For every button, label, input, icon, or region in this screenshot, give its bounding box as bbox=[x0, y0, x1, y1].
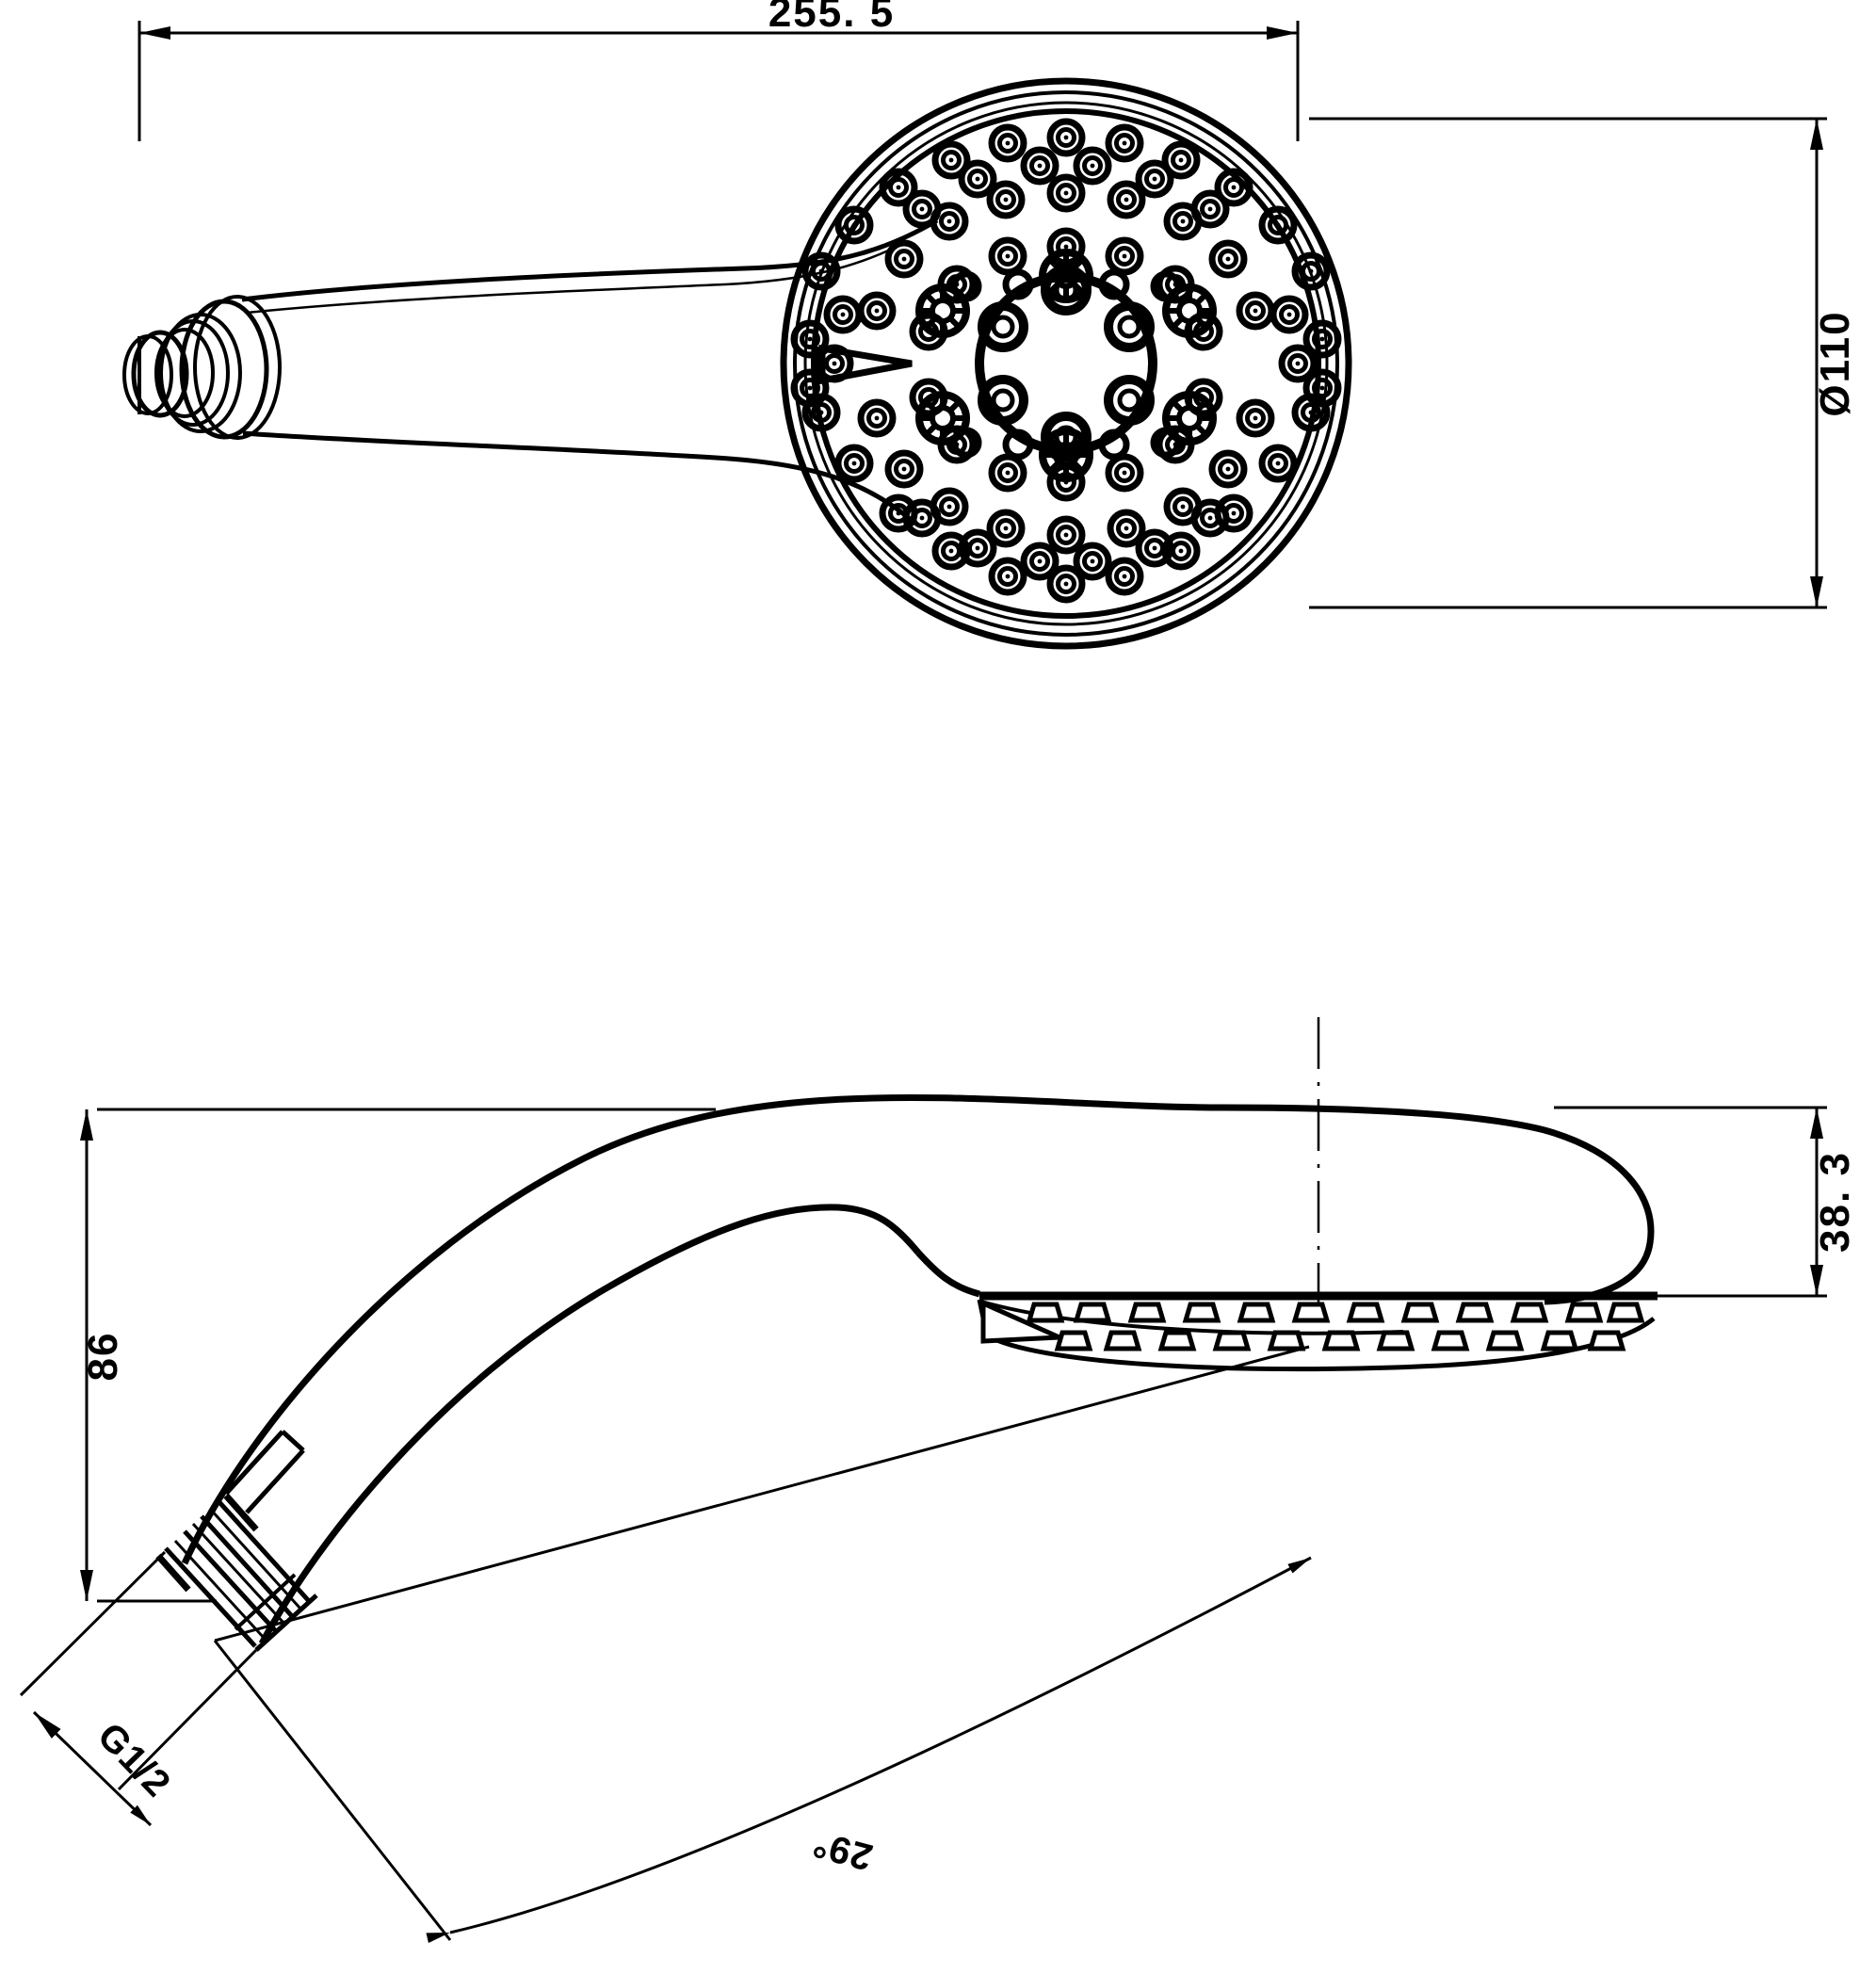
dimension-handle-height bbox=[80, 1108, 716, 1603]
dimension-head-height bbox=[1413, 1106, 1827, 1298]
dimension-thread-size bbox=[19, 1550, 258, 1827]
side-view-body bbox=[181, 1093, 1655, 1645]
dimension-label-face-diameter: Ø110 bbox=[1812, 310, 1858, 416]
dimension-face-diameter bbox=[1309, 117, 1827, 609]
dimension-label-head-height: 38. 3 bbox=[1812, 1151, 1858, 1253]
side-view-thread bbox=[155, 1430, 318, 1652]
dimension-label-handle-angle: 29° bbox=[808, 1822, 877, 1878]
top-view-handle-body bbox=[241, 218, 939, 526]
dimension-label-thread-size: G1/2 bbox=[89, 1715, 179, 1805]
side-view-face-notch bbox=[980, 1300, 1061, 1344]
dimension-label-handle-height: 86 bbox=[80, 1332, 126, 1382]
top-view-connector bbox=[122, 295, 282, 440]
top-view-head-outline bbox=[780, 77, 1352, 650]
dimension-handle-angle bbox=[213, 1345, 1312, 1944]
dimension-label-overall-length: 255. 5 bbox=[768, 0, 895, 36]
top-view-center-hub bbox=[975, 269, 1157, 458]
dimension-overall-length bbox=[137, 21, 1300, 141]
